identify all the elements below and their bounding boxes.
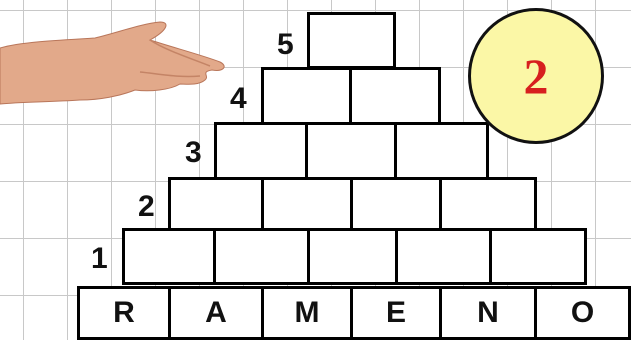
row-number-3: 3	[185, 138, 202, 168]
row-number-4: 4	[230, 84, 247, 114]
base-letter: O	[571, 296, 594, 330]
base-letter: M	[295, 296, 320, 330]
row-number-5: 5	[277, 30, 294, 60]
pyramid-cell[interactable]	[261, 177, 353, 231]
pyramid-cell[interactable]	[214, 122, 308, 180]
pyramid-cell[interactable]	[439, 177, 537, 231]
pyramid-cell[interactable]	[489, 228, 587, 285]
hand-pointing-icon	[0, 10, 230, 110]
base-letter: R	[113, 296, 135, 330]
pyramid-cell[interactable]	[394, 122, 489, 180]
pyramid-cell[interactable]	[350, 177, 442, 231]
pyramid-cell[interactable]	[168, 177, 264, 231]
level-number: 2	[524, 47, 549, 105]
pyramid-cell[interactable]	[122, 228, 216, 285]
base-letter-cell: A	[168, 286, 264, 340]
base-letter-cell: R	[77, 286, 171, 340]
pyramid-cell[interactable]	[261, 67, 352, 125]
base-letter: A	[205, 296, 227, 330]
level-badge: 2	[468, 8, 604, 144]
base-letter-cell: E	[350, 286, 442, 340]
row-number-1: 1	[91, 244, 108, 274]
base-letter-cell: O	[534, 286, 631, 340]
base-letter: E	[386, 296, 406, 330]
base-letter: N	[477, 296, 499, 330]
pyramid-cell[interactable]	[307, 12, 396, 69]
pyramid-cell[interactable]	[213, 228, 310, 285]
base-letter-cell: N	[439, 286, 537, 340]
pyramid-cell[interactable]	[349, 67, 441, 125]
base-letter-cell: M	[261, 286, 353, 340]
row-number-2: 2	[138, 192, 155, 222]
pyramid-cell[interactable]	[395, 228, 492, 285]
pyramid-cell[interactable]	[307, 228, 398, 285]
pyramid-cell[interactable]	[305, 122, 397, 180]
